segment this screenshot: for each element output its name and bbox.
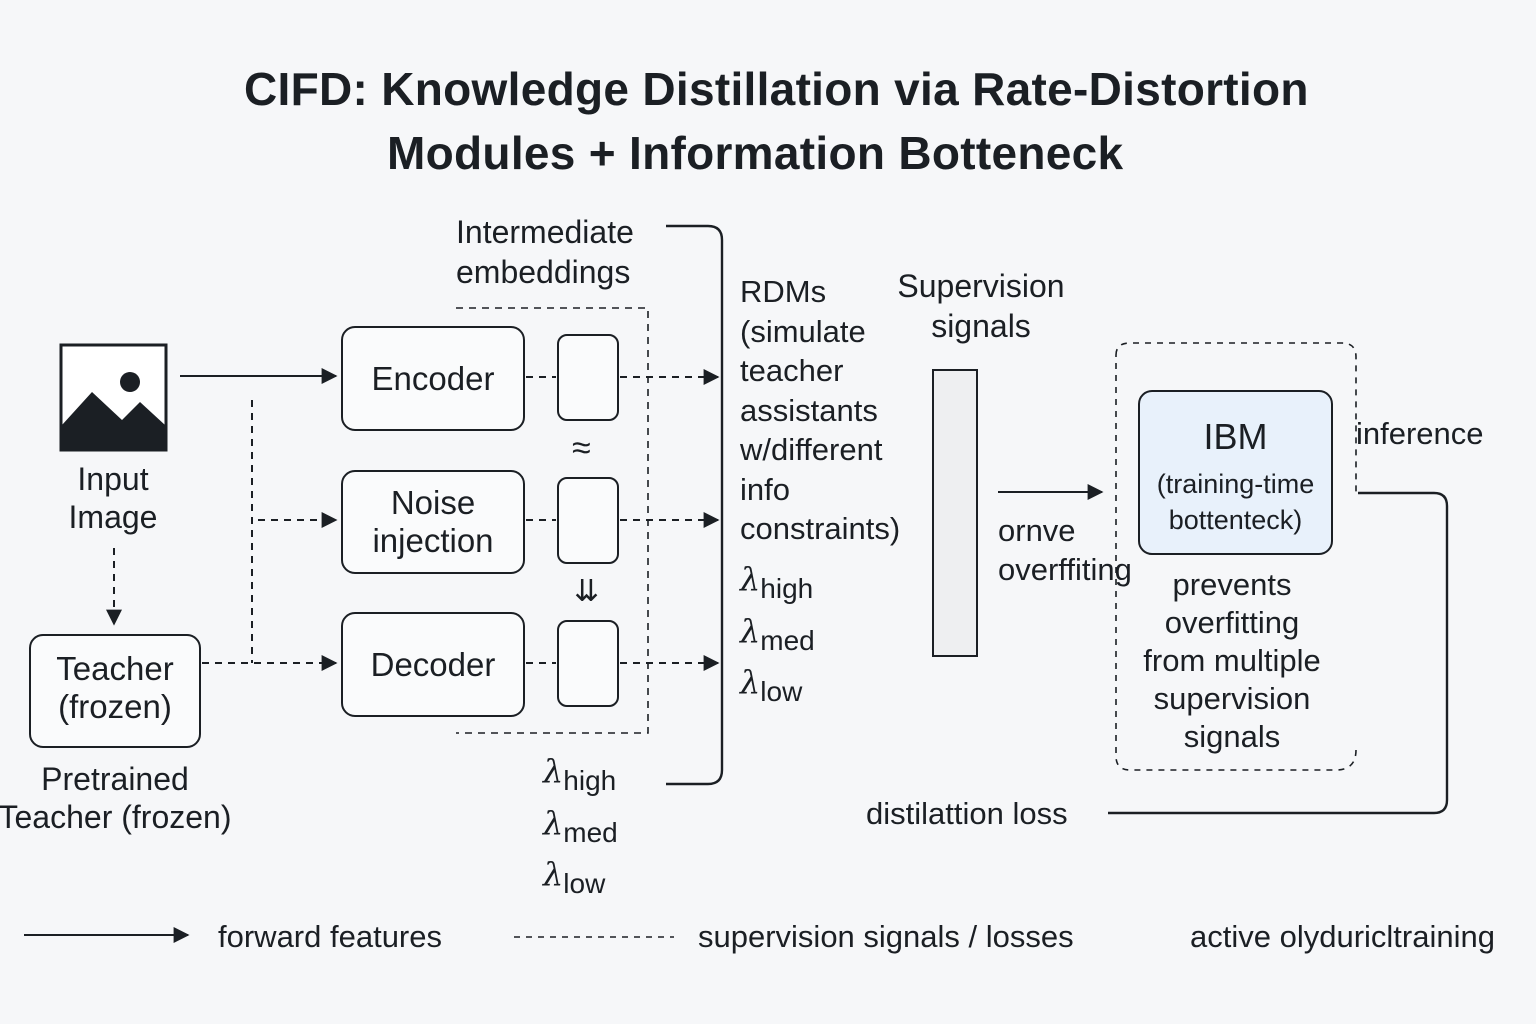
embedding-slot-2 xyxy=(557,477,619,564)
rdms-description: RDMs (simulate teacher assistants w/diff… xyxy=(740,274,901,546)
down-arrows-symbol: ⇊ xyxy=(574,575,600,608)
legend-active-label: active olyduricltraining xyxy=(1190,919,1495,954)
embedding-slot-3 xyxy=(557,620,619,707)
encoder-label: Encoder xyxy=(371,360,495,397)
lambda-med: λmed xyxy=(543,803,618,848)
rdm-lambda-high: λhigh xyxy=(740,560,814,604)
title-line1: CIFD: Knowledge Distillation via Rate-Di… xyxy=(244,63,1309,115)
noise-injection-box[interactable]: Noise injection xyxy=(341,470,525,574)
lambda-list-bottom: λhigh λmed λlow xyxy=(543,752,618,901)
inference-label: inference xyxy=(1356,416,1484,451)
teacher-caption: Pretrained Teacher (frozen) xyxy=(0,761,232,836)
rdms-title: RDMs xyxy=(740,274,827,309)
encoder-box[interactable]: Encoder xyxy=(341,326,525,431)
rdm-lambda-low: λlow xyxy=(740,663,803,708)
lambda-high: λhigh xyxy=(543,752,617,796)
overfitting-note: ornve overffiting xyxy=(998,513,1132,587)
approx-symbol: ≈ xyxy=(572,429,591,467)
lambda-list-rdms: λhigh λmed λlow xyxy=(740,560,815,709)
embeddings-enclosure xyxy=(456,307,649,734)
rdm-bracket xyxy=(666,224,724,786)
distillation-loss-label: distilattion loss xyxy=(866,796,1068,831)
intermediate-embeddings-label: Intermediate embeddings xyxy=(456,214,634,290)
ibm-title: IBM xyxy=(1203,416,1268,457)
decoder-label: Decoder xyxy=(370,646,496,683)
ibm-subtitle: (training-time bottenteck) xyxy=(1156,469,1315,536)
lambda-low: λlow xyxy=(543,855,606,900)
input-image-label: Input Image xyxy=(68,461,158,536)
ibm-caption: prevents overfitting from multiple super… xyxy=(1143,567,1321,754)
title-line2: Modules + Information Botteneck xyxy=(387,127,1124,179)
ibm-enclosure xyxy=(1115,342,1357,771)
legend-supervision-label: supervision signals / losses xyxy=(698,919,1074,954)
teacher-box-label: Teacher (frozen) xyxy=(56,650,174,725)
noise-injection-label: Noise injection xyxy=(372,484,494,559)
feedback-loop-line xyxy=(1108,491,1449,815)
image-icon xyxy=(59,343,168,452)
ibm-box[interactable]: IBM (training-time bottenteck) xyxy=(1138,390,1333,555)
legend-forward-label: forward features xyxy=(218,919,442,954)
teacher-box[interactable]: Teacher (frozen) xyxy=(29,634,201,748)
supervision-signals-label: Supervision signals xyxy=(897,268,1065,344)
decoder-box[interactable]: Decoder xyxy=(341,612,525,717)
rdm-lambda-med: λmed xyxy=(740,611,815,656)
supervision-panel xyxy=(932,369,978,657)
embedding-slot-1 xyxy=(557,334,619,421)
